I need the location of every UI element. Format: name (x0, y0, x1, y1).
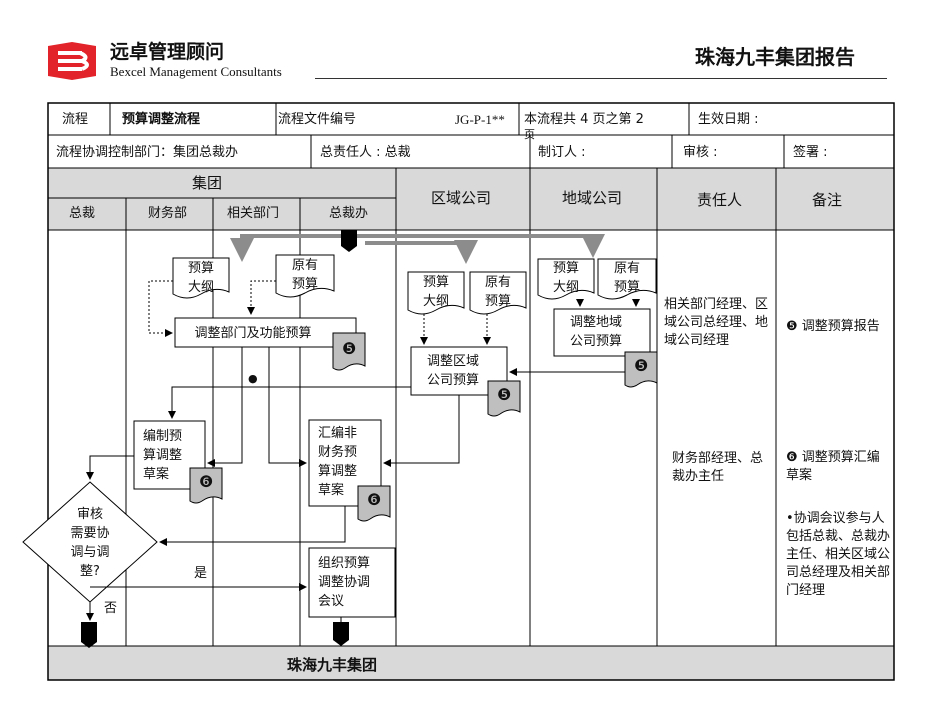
marker-6-icon: ❻ (367, 490, 382, 509)
marker-5-icon: ❺ (634, 356, 649, 375)
box-meeting (308, 547, 396, 618)
box-adjust-dept-label: 调整部门及功能预算 (194, 326, 312, 341)
col-related: 相关部门 (227, 206, 280, 221)
doc-label: 原有预算 (484, 275, 511, 309)
junction-dot: ● (248, 372, 258, 385)
doc-budget-outline-1 (172, 257, 230, 299)
page-suffix: 页 (524, 128, 535, 141)
marker-doc-6a (189, 467, 223, 504)
process-name: 预算调整流程 (122, 112, 201, 127)
doc-no-label: 流程文件编号 (278, 112, 357, 127)
doc-original-budget-1 (275, 254, 335, 298)
end-terminal-1 (81, 622, 97, 648)
marker-doc-5c (487, 380, 521, 417)
process-label: 流程 (62, 112, 89, 127)
marker-doc-5b (624, 351, 658, 388)
doc-budget-outline-2 (407, 271, 465, 315)
doc-original-budget-2 (469, 271, 527, 315)
box-adjust-dept-budget (174, 317, 357, 348)
yes-label: 是 (194, 566, 208, 581)
col-ceo-office: 总裁办 (329, 206, 369, 221)
marker-doc-6b (357, 485, 391, 522)
footer-company: 珠海九丰集团 (287, 656, 378, 674)
box-compile-label: 汇编非财务预算调整草案 (318, 426, 358, 498)
brand-name-cn: 远卓管理顾问 (110, 41, 225, 63)
col-remark: 备注 (812, 191, 843, 209)
doc-label: 预算大纲 (422, 275, 449, 309)
box-draft-label: 编制预算调整草案 (143, 429, 183, 482)
doc-budget-outline-3 (537, 258, 595, 300)
effective-date-label: 生效日期 : (698, 112, 759, 127)
col-regional: 区域公司 (431, 189, 492, 207)
no-label: 否 (104, 601, 118, 616)
col-owner: 责任人 (697, 191, 743, 209)
col-finance: 财务部 (148, 206, 188, 221)
doc-no: JG-P-1** (455, 112, 505, 127)
col-ceo: 总裁 (69, 206, 96, 221)
doc-original-budget-3 (597, 258, 657, 300)
signer: 签署 : (793, 145, 828, 160)
decision-label: 审核需要协调与调整? (70, 507, 110, 579)
page-info: 本流程共 4 页之第 2 (524, 112, 644, 127)
owner-note-2: 财务部经理、总裁办主任 (672, 451, 764, 484)
column-header-band (48, 168, 894, 230)
maker: 制订人 : (538, 145, 586, 160)
doc-label: 预算大纲 (187, 261, 214, 295)
col-group: 集团 (192, 174, 223, 192)
footer-band (48, 646, 894, 680)
box-adjust-local-budget (553, 308, 651, 357)
brand-name-en: Bexcel Management Consultants (110, 64, 282, 79)
logo-mark-icon (48, 42, 96, 80)
remark-note-3: •协调会议参与人包括总裁、总裁办主任、相关区域公司总经理及相关部门经理 (786, 511, 891, 598)
marker-doc-5a (332, 332, 366, 371)
logo (44, 42, 104, 80)
marker-6-icon: ❻ (199, 472, 214, 491)
col-local: 地域公司 (562, 189, 623, 207)
box-adjust-local-label: 调整地域公司预算 (569, 315, 622, 349)
doc-label: 原有预算 (291, 258, 318, 292)
header-rule (315, 78, 887, 79)
owner-note-1: 相关部门经理、区域公司总经理、地域公司经理 (664, 297, 769, 348)
owner: 总责任人 : 总裁 (320, 145, 411, 160)
marker-5-icon: ❺ (342, 339, 357, 358)
remark-note-2: ❻ 调整预算汇编草案 (786, 450, 880, 483)
doc-label: 原有预算 (613, 261, 640, 295)
box-adjust-regional-label: 调整区域公司预算 (426, 354, 479, 388)
report-title: 珠海九丰集团报告 (695, 45, 855, 69)
coord-dept: 流程协调控制部门：集团总裁办 (56, 145, 239, 160)
doc-label: 预算大纲 (552, 261, 579, 295)
reviewer: 审核 : (683, 145, 718, 160)
marker-5-icon: ❺ (497, 385, 512, 404)
start-terminal (341, 230, 357, 252)
remark-note-1: ❺ 调整预算报告 (786, 319, 880, 334)
end-terminal-2 (333, 622, 349, 646)
box-meeting-label: 组织预算调整协调会议 (318, 556, 371, 609)
